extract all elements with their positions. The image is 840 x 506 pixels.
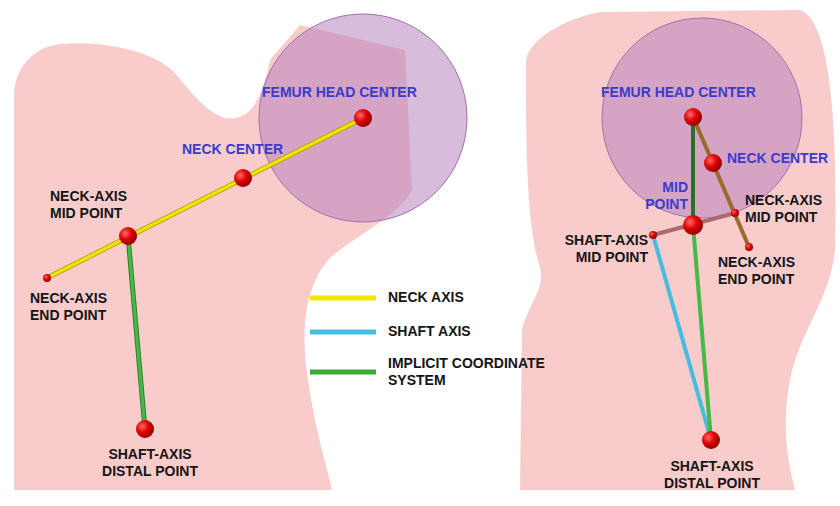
implicit-axis-line: [128, 236, 145, 429]
landmark-dot: [745, 243, 753, 251]
neck-axis-line: [47, 118, 363, 278]
point-label: NECK-AXIS END POINT: [30, 290, 122, 324]
point-label: SHAFT-AXIS DISTAL POINT: [94, 446, 206, 480]
legend-sample-line: [310, 296, 376, 301]
legend-sample-line: [310, 370, 376, 375]
landmark-dot: [136, 420, 154, 438]
femur-outline: [520, 10, 836, 490]
point-label: FEMUR HEAD CENTER: [601, 84, 771, 101]
femur-head-sphere: [259, 14, 467, 222]
landmark-dot: [354, 109, 372, 127]
landmark-dot: [234, 169, 252, 187]
point-label: MID POINT: [638, 179, 688, 213]
legend-label: SHAFT AXIS: [388, 323, 538, 340]
landmark-dot: [119, 227, 137, 245]
landmark-dot: [649, 231, 657, 239]
landmark-dot: [702, 431, 720, 449]
landmark-dot: [683, 215, 703, 235]
landmark-dot: [43, 274, 51, 282]
landmark-dot: [704, 154, 722, 172]
landmark-dot: [684, 108, 702, 126]
legend-label: IMPLICIT COORDINATE SYSTEM: [388, 355, 578, 389]
point-label: SHAFT-AXIS MID POINT: [554, 232, 648, 266]
point-label: NECK-AXIS END POINT: [718, 254, 810, 288]
implicit-axis-line: [693, 225, 711, 440]
point-label: NECK-AXIS MID POINT: [745, 192, 837, 226]
point-label: SHAFT-AXIS DISTAL POINT: [656, 458, 768, 492]
implicit-axis-line: [691, 117, 695, 225]
mid-connector-line: [653, 213, 735, 235]
legend-label: NECK AXIS: [388, 289, 538, 306]
legend-sample-line: [310, 330, 376, 335]
point-label: FEMUR HEAD CENTER: [262, 84, 432, 101]
femur-head-sphere: [602, 18, 802, 218]
implicit-axis-line: [128, 236, 145, 429]
neck-axis-line: [47, 118, 363, 278]
point-label: NECK CENTER: [727, 150, 835, 167]
landmark-dot: [731, 209, 739, 217]
point-label: NECK CENTER: [182, 141, 302, 158]
point-label: NECK-AXIS MID POINT: [50, 188, 142, 222]
